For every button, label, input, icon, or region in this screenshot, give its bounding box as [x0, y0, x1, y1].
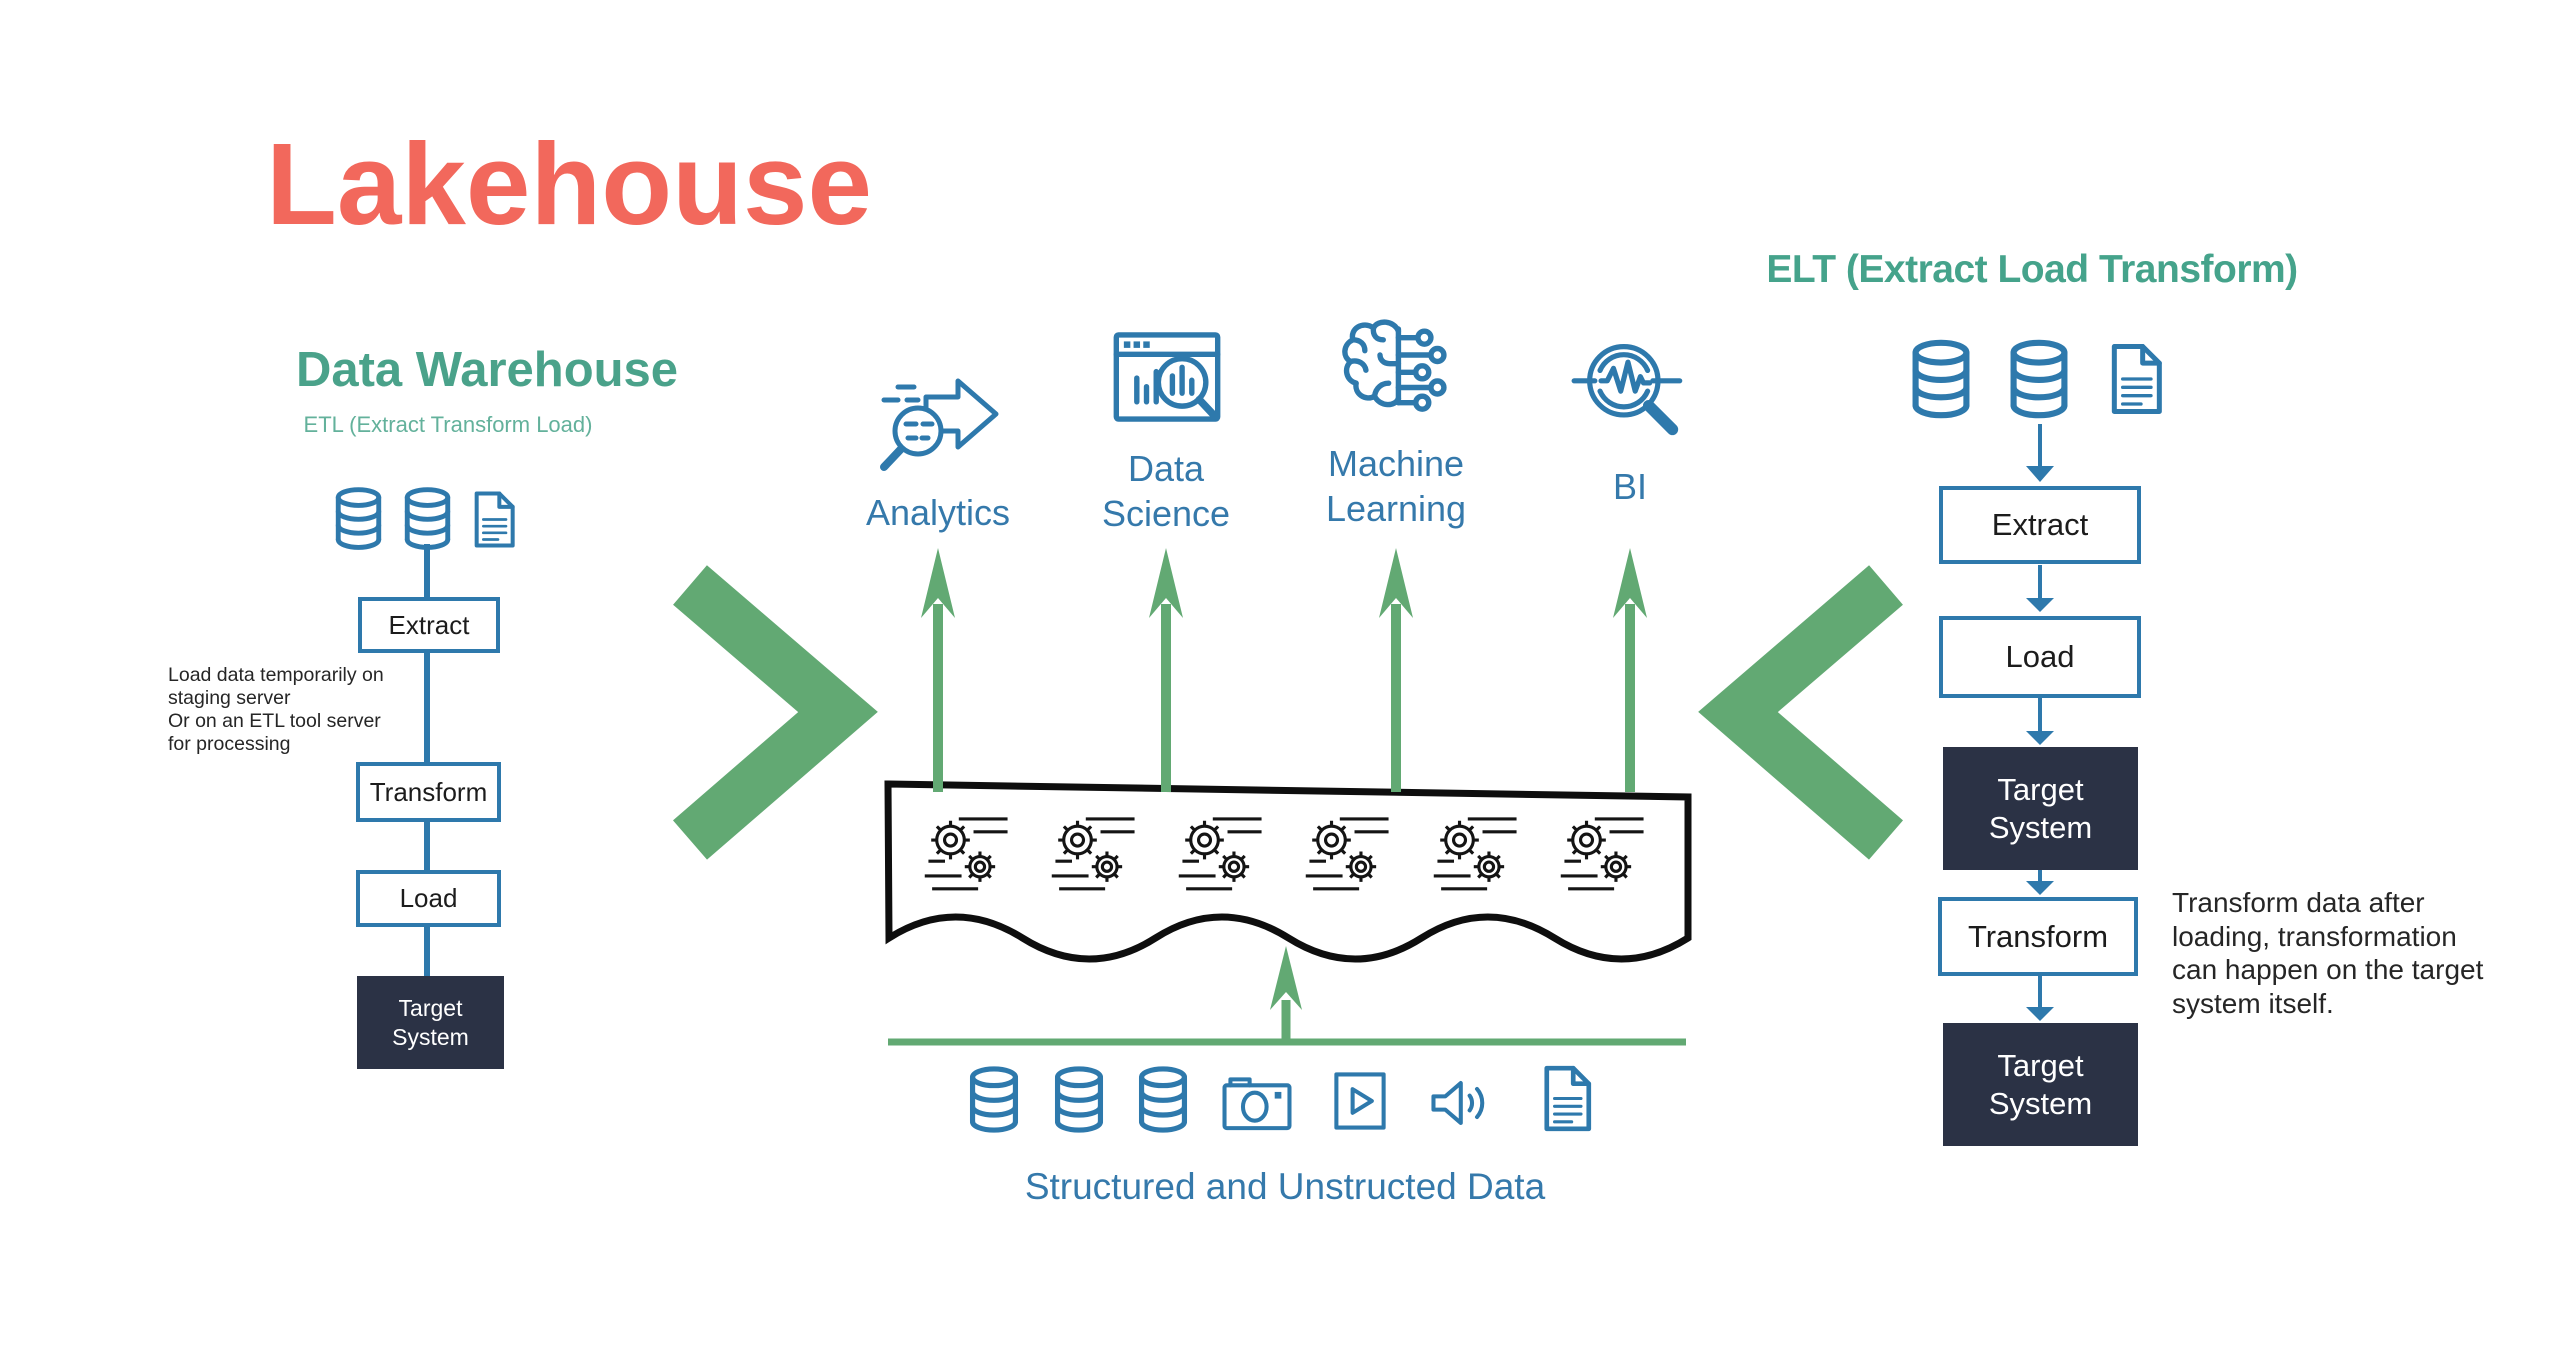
source-data-label: Structured and Unstructed Data [1024, 1166, 1546, 1207]
elt-step-extract: Extract [1939, 486, 2141, 564]
dw-step-load: Load [356, 870, 501, 927]
elt-heading: ELT (Extract Load Transform) [1766, 248, 2298, 291]
elt-flow-arrows [2026, 424, 2054, 1021]
source-up-arrow [1270, 946, 1302, 1042]
lakehouse-processing-box [884, 780, 1692, 963]
consumer-label-analytics: Analytics [865, 492, 1011, 533]
dw-step-extract: Extract [358, 597, 500, 653]
elt-target-system-1: Target System [1943, 747, 2138, 870]
database-icon [402, 487, 453, 550]
camera-icon [1221, 1072, 1293, 1134]
data-warehouse-heading: Data Warehouse [295, 343, 679, 397]
elt-target-system-2: Target System [1943, 1023, 2138, 1146]
elt-note: Transform data after loading, transforma… [2172, 887, 2484, 1019]
database-icon [2007, 339, 2071, 419]
page-title: Lakehouse [266, 119, 872, 249]
analytics-icon [874, 368, 1006, 474]
database-icon [1909, 339, 1973, 419]
database-icon [1136, 1066, 1190, 1133]
consumer-label-bi: BI [1612, 466, 1647, 507]
document-icon [2106, 342, 2166, 416]
machine-learning-icon [1336, 316, 1450, 420]
dw-step-transform: Transform [356, 762, 501, 822]
dw-note: Load data temporarily on staging server … [168, 664, 384, 755]
consumer-arrows [921, 548, 1647, 792]
audio-icon [1427, 1072, 1499, 1134]
database-icon [1052, 1066, 1106, 1133]
data-warehouse-subheading: ETL (Extract Transform Load) [303, 412, 593, 437]
video-play-icon [1329, 1068, 1391, 1134]
document-icon [470, 490, 518, 549]
consumer-label-machine-learning: Machine Learning [1325, 443, 1467, 529]
elt-step-load: Load [1939, 616, 2141, 698]
chevron-left-icon [1698, 565, 1904, 860]
consumer-label-data-science: Data Science [1101, 448, 1231, 534]
database-icon [333, 487, 384, 550]
chevron-right-icon [672, 565, 878, 860]
bi-icon [1570, 333, 1688, 441]
elt-step-transform: Transform [1938, 897, 2138, 976]
database-icon [967, 1066, 1021, 1133]
data-science-icon [1112, 326, 1222, 428]
document-icon [1539, 1064, 1595, 1133]
dw-target-system: Target System [357, 976, 504, 1069]
